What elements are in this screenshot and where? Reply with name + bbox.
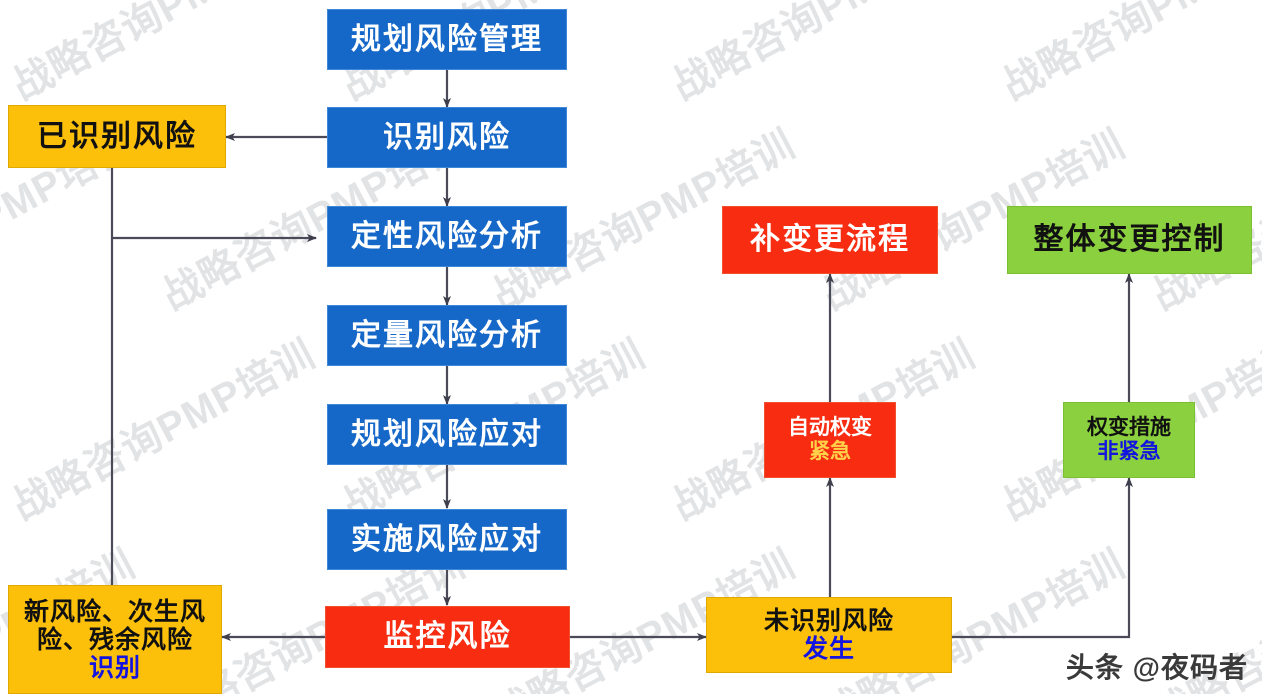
node-sublabel: 发生 <box>802 635 855 663</box>
node-label: 实施风险应对 <box>351 522 543 556</box>
node-label: 未识别风险 <box>763 607 894 635</box>
node-integrated-change-control[interactable]: 整体变更控制 <box>1007 206 1252 274</box>
node-plan-risk-responses[interactable]: 规划风险应对 <box>327 404 567 465</box>
node-label: 整体变更控制 <box>1033 223 1226 257</box>
node-identified-risks[interactable]: 已识别风险 <box>8 105 226 168</box>
node-identify-risks[interactable]: 识别风险 <box>327 107 567 168</box>
node-plan-risk-management[interactable]: 规划风险管理 <box>327 9 567 70</box>
node-qualitative-risk-analysis[interactable]: 定性风险分析 <box>327 206 567 267</box>
node-label: 识别风险 <box>383 120 511 154</box>
node-label: 补变更流程 <box>750 223 910 257</box>
node-label: 规划风险管理 <box>351 22 543 56</box>
node-label: 已识别风险 <box>37 119 197 153</box>
edge-unidentified-to-workaround <box>952 477 1133 639</box>
node-sublabel: 识别 <box>88 653 141 682</box>
node-new-secondary-residual-risks[interactable]: 新风险、次生风 险、残余风险 识别 <box>8 585 222 694</box>
node-quantitative-risk-analysis[interactable]: 定量风险分析 <box>327 305 567 366</box>
node-label: 规划风险应对 <box>351 417 543 451</box>
node-monitor-risks[interactable]: 监控风险 <box>325 606 570 668</box>
node-implement-risk-responses[interactable]: 实施风险应对 <box>327 509 567 570</box>
node-label: 权变措施 <box>1087 416 1171 440</box>
node-supplement-change-process[interactable]: 补变更流程 <box>722 206 938 274</box>
node-sublabel: 紧急 <box>809 440 851 463</box>
node-label: 监控风险 <box>383 620 512 654</box>
node-label: 自动权变 <box>788 416 872 440</box>
node-sublabel: 非紧急 <box>1097 440 1161 463</box>
author-credit: 头条 @夜码者 <box>1065 652 1248 683</box>
node-automatic-workaround[interactable]: 自动权变 紧急 <box>764 402 896 478</box>
node-label: 新风险、次生风 险、残余风险 <box>23 597 206 654</box>
node-label: 定量风险分析 <box>351 318 543 352</box>
node-unidentified-risk-occurs[interactable]: 未识别风险 发生 <box>706 597 952 673</box>
node-workaround-measures[interactable]: 权变措施 非紧急 <box>1063 402 1195 478</box>
node-label: 定性风险分析 <box>351 219 543 253</box>
